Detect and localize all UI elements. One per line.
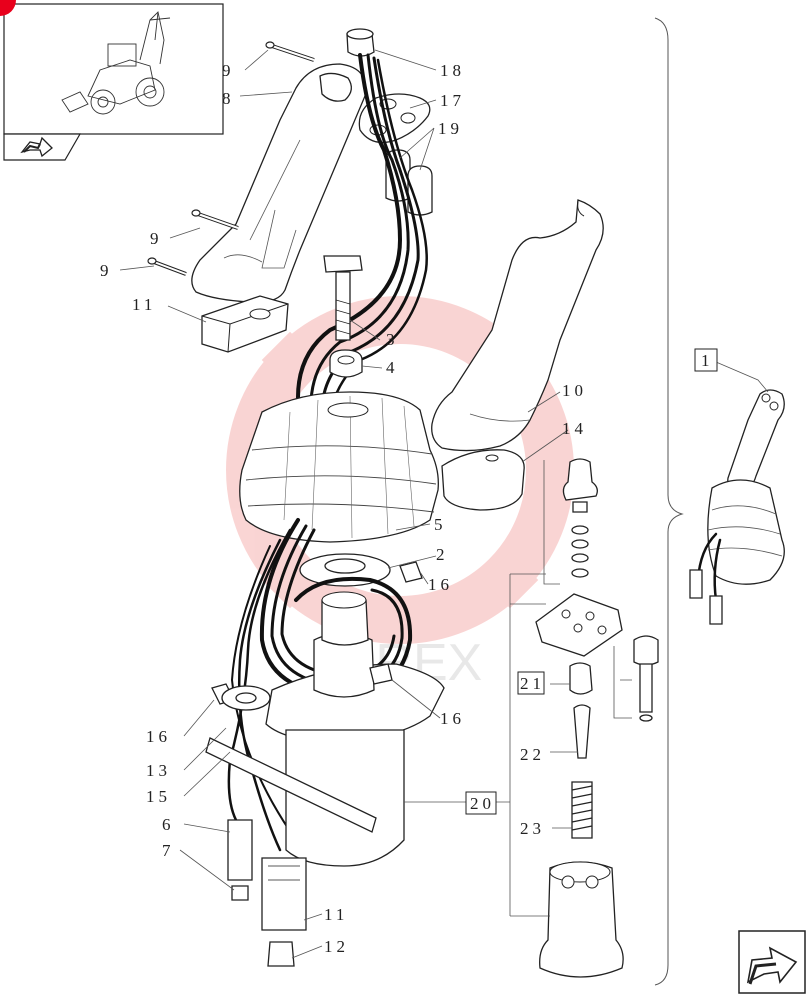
label-17: 17	[440, 91, 465, 110]
label-14: 14	[562, 419, 587, 438]
label-19: 19	[438, 119, 463, 138]
label-16-left: 16	[146, 727, 171, 746]
label-12: 12	[324, 937, 349, 956]
label-1: 1	[701, 351, 714, 370]
label-7: 7	[162, 841, 175, 860]
part-assembled-joystick	[689, 389, 785, 625]
part-rubber-boot	[239, 391, 439, 543]
part-block	[201, 295, 289, 353]
label-20: 20	[470, 794, 495, 813]
part-bolt	[323, 255, 363, 341]
boxed-label-1: 1	[694, 348, 718, 372]
next-page-arrow-icon[interactable]	[738, 930, 806, 994]
part-cap	[346, 28, 375, 57]
thumbnail-panel	[0, 0, 224, 161]
part-electrical-connectors	[227, 819, 307, 967]
part-grip-handle	[191, 63, 367, 303]
label-13: 13	[146, 761, 171, 780]
label-11-top: 11	[132, 295, 156, 314]
label-23: 23	[520, 819, 545, 838]
label-9-low: 9	[100, 261, 113, 280]
part-nut	[329, 349, 363, 378]
part-screws	[147, 41, 315, 276]
arrow-nav-icon[interactable]	[20, 136, 53, 158]
part-joystick-body	[265, 591, 445, 867]
backhoe-loader-thumbnail	[61, 11, 171, 115]
label-11-bottom: 11	[324, 905, 348, 924]
label-10: 10	[562, 381, 587, 400]
label-8: 8	[222, 89, 235, 108]
label-9-top: 9	[222, 61, 235, 80]
part-detail-stack	[535, 458, 659, 978]
part-right-handle	[431, 199, 604, 452]
label-6: 6	[162, 815, 175, 834]
assembly-bracket	[654, 17, 684, 986]
boxed-label-21: 21	[517, 671, 545, 695]
label-22: 22	[520, 745, 545, 764]
label-18: 18	[440, 61, 465, 80]
label-4: 4	[386, 358, 399, 377]
label-9-mid: 9	[150, 229, 163, 248]
label-5: 5	[434, 515, 447, 534]
red-corner-marker	[0, 0, 16, 16]
leader-lines	[119, 49, 769, 959]
label-16-right-top: 16	[428, 575, 453, 594]
part-collar	[441, 449, 525, 511]
label-3: 3	[386, 330, 399, 349]
part-strap	[205, 561, 423, 833]
label-16-right: 16	[440, 709, 465, 728]
label-15: 15	[146, 787, 171, 806]
label-2: 2	[436, 545, 449, 564]
label-21: 21	[520, 674, 545, 693]
boxed-label-20: 20	[465, 791, 497, 815]
